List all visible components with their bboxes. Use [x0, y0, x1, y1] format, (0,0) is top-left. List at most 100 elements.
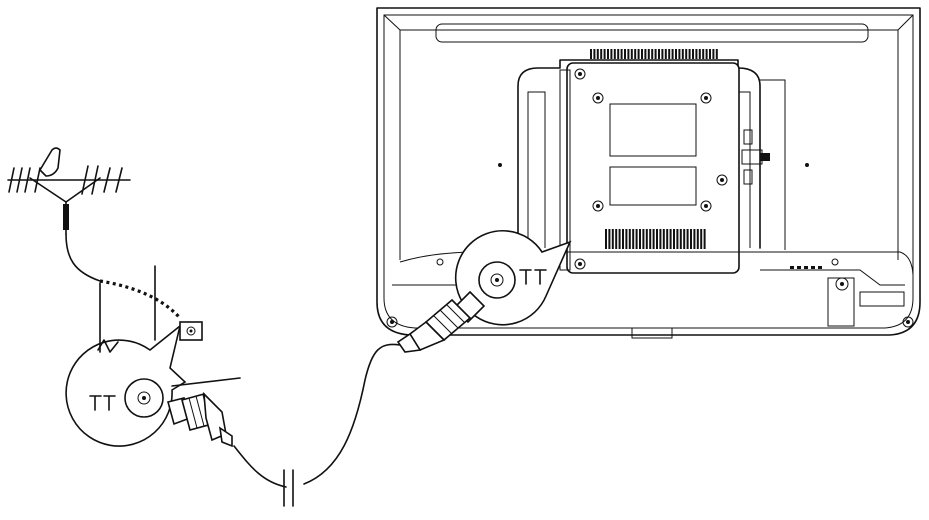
vent-slot	[641, 49, 643, 59]
vent-bottom	[605, 229, 706, 249]
antenna-cable-dotted	[99, 279, 182, 320]
cable-tv-segment	[303, 343, 401, 485]
side-port-upper	[743, 129, 753, 145]
vent-slot	[685, 49, 688, 59]
vent-slot	[715, 49, 718, 59]
plate-screws	[574, 68, 728, 270]
vent-slot	[675, 49, 677, 59]
corner-screw-right	[902, 316, 914, 328]
vent-slot	[669, 229, 672, 249]
bracket-right-ear	[760, 79, 786, 250]
antenna-mast-clamp	[63, 204, 69, 230]
vent-slot	[656, 229, 658, 249]
vent-slot	[617, 49, 620, 59]
antenna-wall-socket-icon	[179, 321, 203, 341]
tv-top-slot	[435, 23, 869, 43]
vent-slot	[696, 229, 699, 249]
vent-slot	[647, 49, 650, 59]
vent-slot	[690, 229, 692, 249]
vent-slot	[627, 49, 630, 59]
side-port-plug	[760, 153, 770, 161]
vent-slot	[607, 49, 609, 59]
vent-slot	[683, 229, 686, 249]
vent-slot	[637, 49, 640, 59]
vent-slot	[679, 229, 682, 249]
mount-dot-left	[498, 163, 502, 167]
vent-slot	[693, 229, 696, 249]
vent-slot	[705, 49, 708, 59]
vent-slot	[632, 229, 635, 249]
vent-slot	[639, 229, 641, 249]
corner-screw-left	[386, 316, 398, 328]
vent-slot	[613, 49, 616, 59]
stand-bracket	[517, 59, 761, 249]
vent-slot	[658, 49, 660, 59]
vent-slot	[649, 229, 652, 249]
tv-inner-frame	[383, 14, 914, 329]
vent-slot	[659, 229, 662, 249]
vent-slot	[678, 49, 681, 59]
vent-slot	[596, 49, 599, 59]
vent-slot	[644, 49, 647, 59]
vent-slot	[703, 229, 706, 249]
vent-slot	[692, 49, 694, 59]
wall-section	[97, 265, 203, 353]
vent-slot	[695, 49, 698, 59]
vent-slot	[712, 49, 715, 59]
antenna-down-lead	[65, 233, 101, 282]
antenna-dipole-loop	[39, 147, 61, 177]
vent-slot	[686, 229, 689, 249]
vent-slot	[645, 229, 648, 249]
vent-slot	[668, 49, 671, 59]
vent-slot	[600, 49, 603, 59]
vent-slot	[608, 229, 611, 249]
coaxial-plug-icon	[396, 290, 486, 353]
label-area-lower	[609, 166, 697, 206]
side-port-lower	[743, 169, 753, 185]
vent-slot	[603, 49, 606, 59]
vent-slot	[662, 229, 665, 249]
vent-slot	[688, 49, 691, 59]
vent-slot	[642, 229, 645, 249]
vent-slot	[630, 49, 633, 59]
wall-callout-leader	[171, 377, 241, 387]
bottom-stub	[631, 327, 673, 339]
bracket-left-rail	[527, 91, 546, 248]
vent-slot	[605, 229, 607, 249]
mount-dot-right	[805, 163, 809, 167]
tv-antenna-port-symbol	[519, 269, 547, 285]
vent-slot	[673, 229, 675, 249]
wall-antenna-port-symbol	[89, 395, 116, 411]
vent-slot	[611, 229, 614, 249]
vent-slot	[664, 49, 667, 59]
wall-break-left	[97, 339, 119, 353]
vent-slot	[700, 229, 703, 249]
tv-bevel-top	[383, 14, 914, 31]
speaker-dots	[790, 266, 822, 269]
vent-slot	[622, 229, 624, 249]
vent-slot	[698, 49, 701, 59]
vent-slot	[666, 229, 669, 249]
label-area-upper	[609, 103, 697, 157]
cable-wall-segment	[233, 445, 287, 488]
back-plate-edge	[559, 69, 571, 271]
tv-port-callout	[396, 229, 572, 353]
vent-slot	[702, 49, 705, 59]
vent-slot	[661, 49, 664, 59]
yagi-antenna-icon	[7, 147, 131, 235]
vent-slot	[590, 49, 592, 59]
vent-slot	[671, 49, 674, 59]
vent-slot	[709, 49, 711, 59]
vent-slot	[618, 229, 621, 249]
vent-slot	[615, 229, 618, 249]
vent-slot	[610, 49, 613, 59]
tv-outer-frame	[376, 7, 921, 336]
side-port	[741, 149, 763, 165]
cable-break-symbol	[283, 469, 294, 507]
vent-slot	[624, 49, 626, 59]
vent-slot	[593, 49, 596, 59]
vent-slot	[620, 49, 623, 59]
vent-slot	[652, 229, 655, 249]
lower-ledge-right	[760, 269, 905, 286]
